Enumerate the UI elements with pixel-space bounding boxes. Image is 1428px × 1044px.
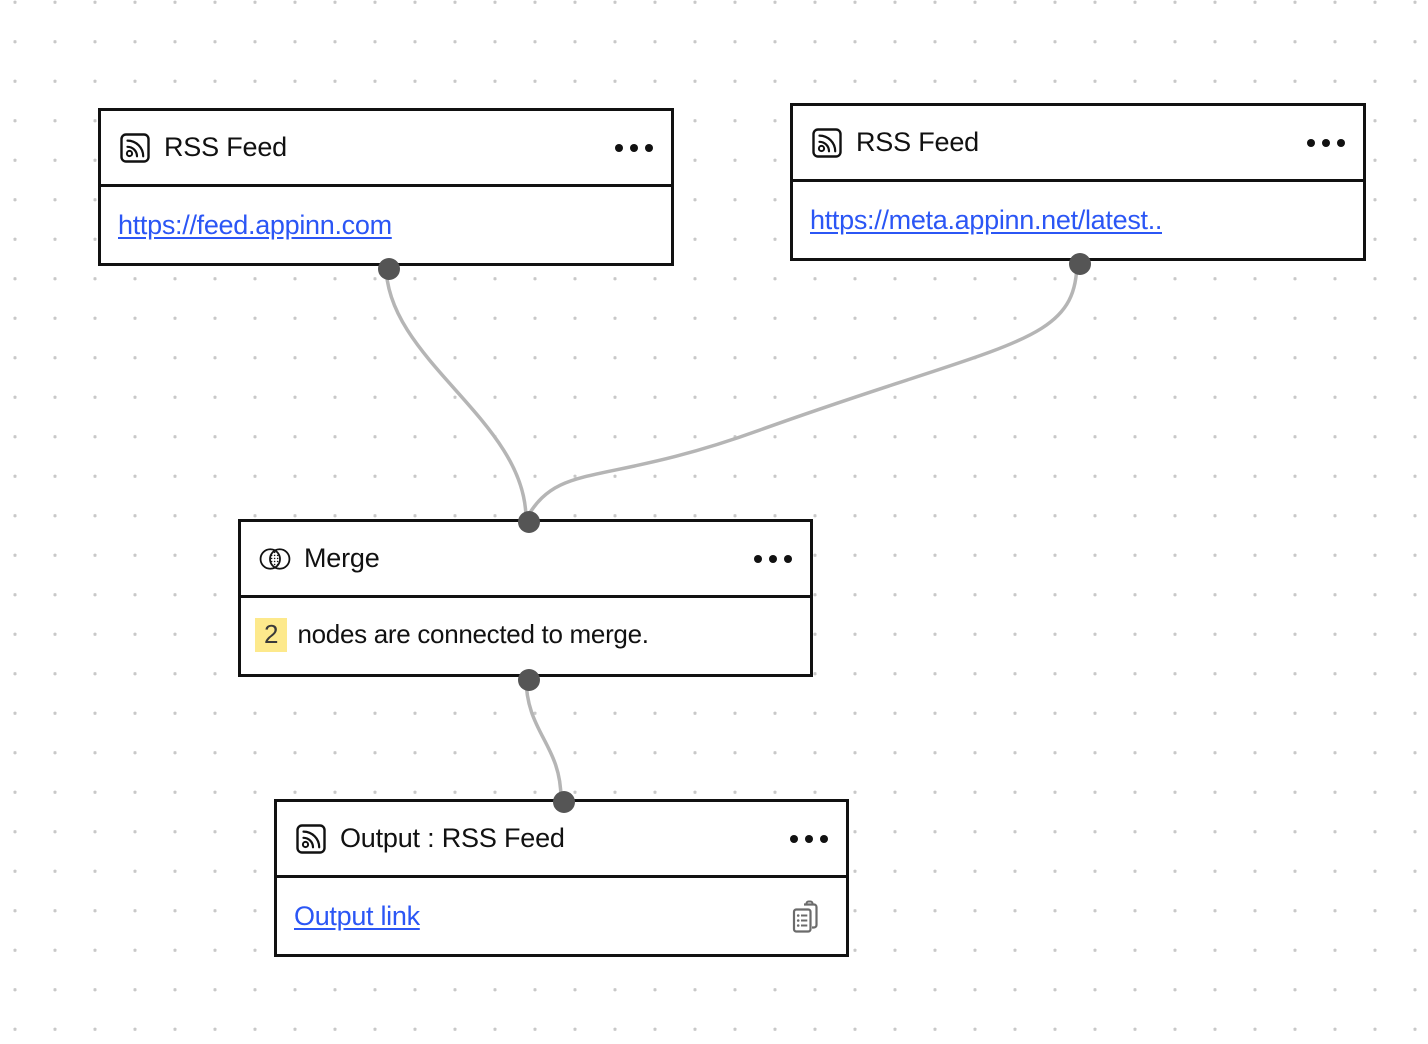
node-header: RSS Feed: [793, 106, 1363, 182]
feed-url-link[interactable]: https://feed.appinn.com: [118, 210, 392, 240]
more-options-icon[interactable]: [603, 143, 653, 152]
rss-icon: [294, 822, 328, 856]
more-options-icon[interactable]: [742, 554, 792, 563]
venn-merge-icon: [258, 542, 292, 576]
node-body: 2 nodes are connected to merge.: [241, 598, 810, 671]
node-title: RSS Feed: [856, 127, 979, 157]
node-header: Merge: [241, 522, 810, 598]
more-options-icon[interactable]: [1295, 138, 1345, 147]
node-body: https://meta.appinn.net/latest..: [793, 182, 1363, 259]
feed-url-link[interactable]: https://meta.appinn.net/latest..: [810, 205, 1163, 235]
copy-clipboard-icon[interactable]: [790, 899, 824, 935]
edge-rss1-to-merge: [384, 263, 528, 521]
more-options-icon[interactable]: [778, 834, 828, 843]
output-port[interactable]: [518, 669, 540, 691]
node-title: RSS Feed: [164, 132, 287, 162]
output-port[interactable]: [1069, 253, 1091, 275]
node-rss-feed-2[interactable]: RSS Feed https://meta.appinn.net/latest.…: [790, 103, 1366, 275]
merge-status-text: nodes are connected to merge.: [297, 619, 649, 649]
input-port[interactable]: [518, 511, 540, 533]
node-header: Output : RSS Feed: [277, 802, 846, 878]
node-body: Output link: [277, 878, 846, 955]
node-output-rss-feed[interactable]: Output : RSS Feed Output link: [274, 791, 849, 957]
output-link[interactable]: Output link: [294, 901, 420, 931]
rss-icon: [810, 126, 844, 160]
edge-merge-to-output: [524, 675, 563, 801]
rss-icon: [118, 131, 152, 165]
node-merge[interactable]: Merge 2 nodes are connected to merge.: [238, 511, 813, 691]
node-title: Output : RSS Feed: [340, 823, 565, 853]
edge-rss2-to-merge: [524, 259, 1079, 521]
node-header: RSS Feed: [101, 111, 671, 187]
connected-nodes-count: 2: [255, 617, 288, 652]
node-title: Merge: [304, 543, 380, 573]
node-body: https://feed.appinn.com: [101, 187, 671, 264]
node-rss-feed-1[interactable]: RSS Feed https://feed.appinn.com: [98, 108, 674, 280]
output-port[interactable]: [378, 258, 400, 280]
input-port[interactable]: [553, 791, 575, 813]
